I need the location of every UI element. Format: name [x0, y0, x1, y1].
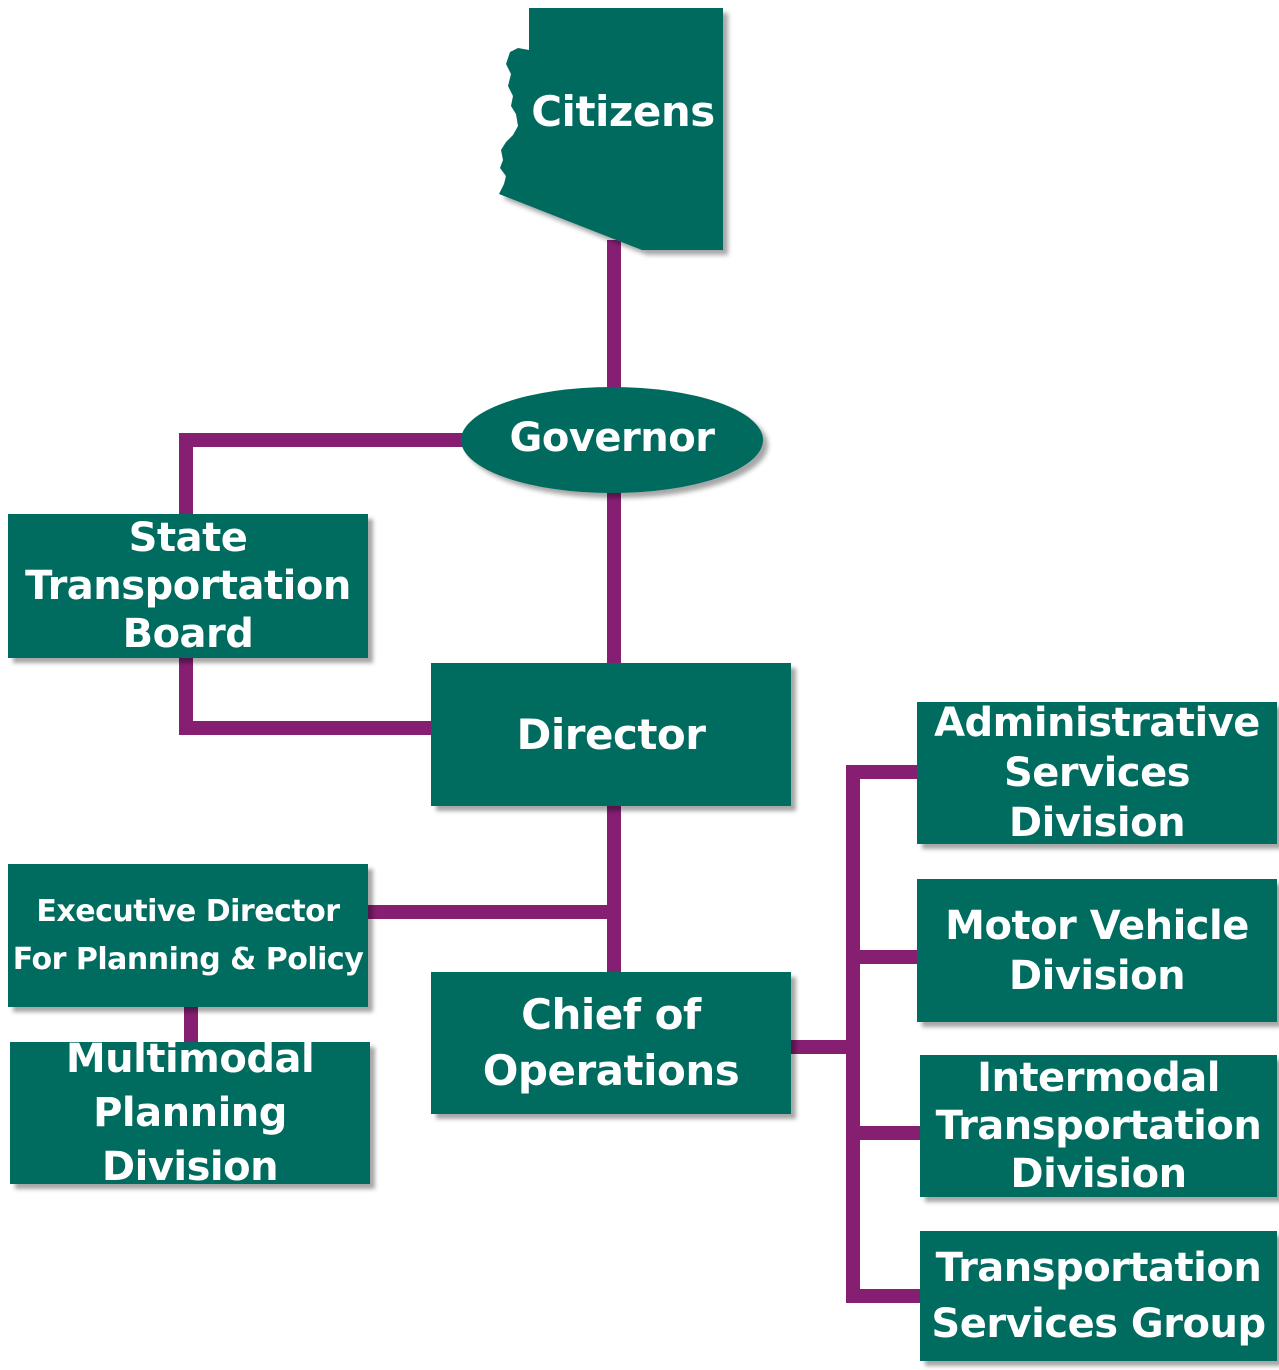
governor-label: Governor [509, 415, 715, 461]
connector-governor-state-board [179, 433, 465, 520]
node-line: Executive Director [36, 893, 340, 929]
node-line: Director [516, 709, 707, 759]
director-node: Director [431, 663, 791, 806]
governor-ellipse [461, 387, 763, 493]
node-line: Division [1008, 952, 1186, 999]
arizona-state-outline [499, 8, 723, 250]
node-line: Services Group [931, 1301, 1266, 1347]
administrative-services-division-node: Administrative Services Division [917, 700, 1277, 846]
node-line: Chief of [521, 990, 701, 1039]
node-line: Transportation [935, 1103, 1262, 1149]
node-line: State [128, 515, 248, 561]
multimodal-planning-division-node: Multimodal Planning Division [10, 1036, 370, 1190]
node-line: Multimodal [65, 1036, 315, 1082]
node-line: Administrative [934, 700, 1260, 746]
chief-of-operations-node: Chief of Operations [431, 972, 791, 1114]
node-line: Intermodal [977, 1055, 1220, 1101]
node-line: Services Division [1003, 750, 1191, 846]
node-line: Transportation [935, 1245, 1262, 1291]
node-line: Division [1010, 1151, 1187, 1197]
node-line: Board [122, 611, 254, 657]
node-line: Operations [482, 1046, 740, 1095]
node-line: Motor Vehicle [945, 902, 1249, 949]
node-line: Planning Division [93, 1090, 287, 1190]
citizens-label: Citizens [531, 87, 715, 136]
intermodal-transportation-division-node: Intermodal Transportation Division [920, 1055, 1277, 1197]
connectors [179, 240, 922, 1303]
node-line: Transportation [25, 563, 351, 609]
motor-vehicle-division-node: Motor Vehicle Division [917, 879, 1277, 1022]
connector-state-board-director [179, 655, 435, 735]
executive-director-node: Executive Director For Planning & Policy [8, 864, 368, 1007]
state-transportation-board-node: State Transportation Board [8, 514, 368, 658]
transportation-services-group-node: Transportation Services Group [920, 1231, 1277, 1361]
node-line: For Planning & Policy [12, 941, 364, 977]
